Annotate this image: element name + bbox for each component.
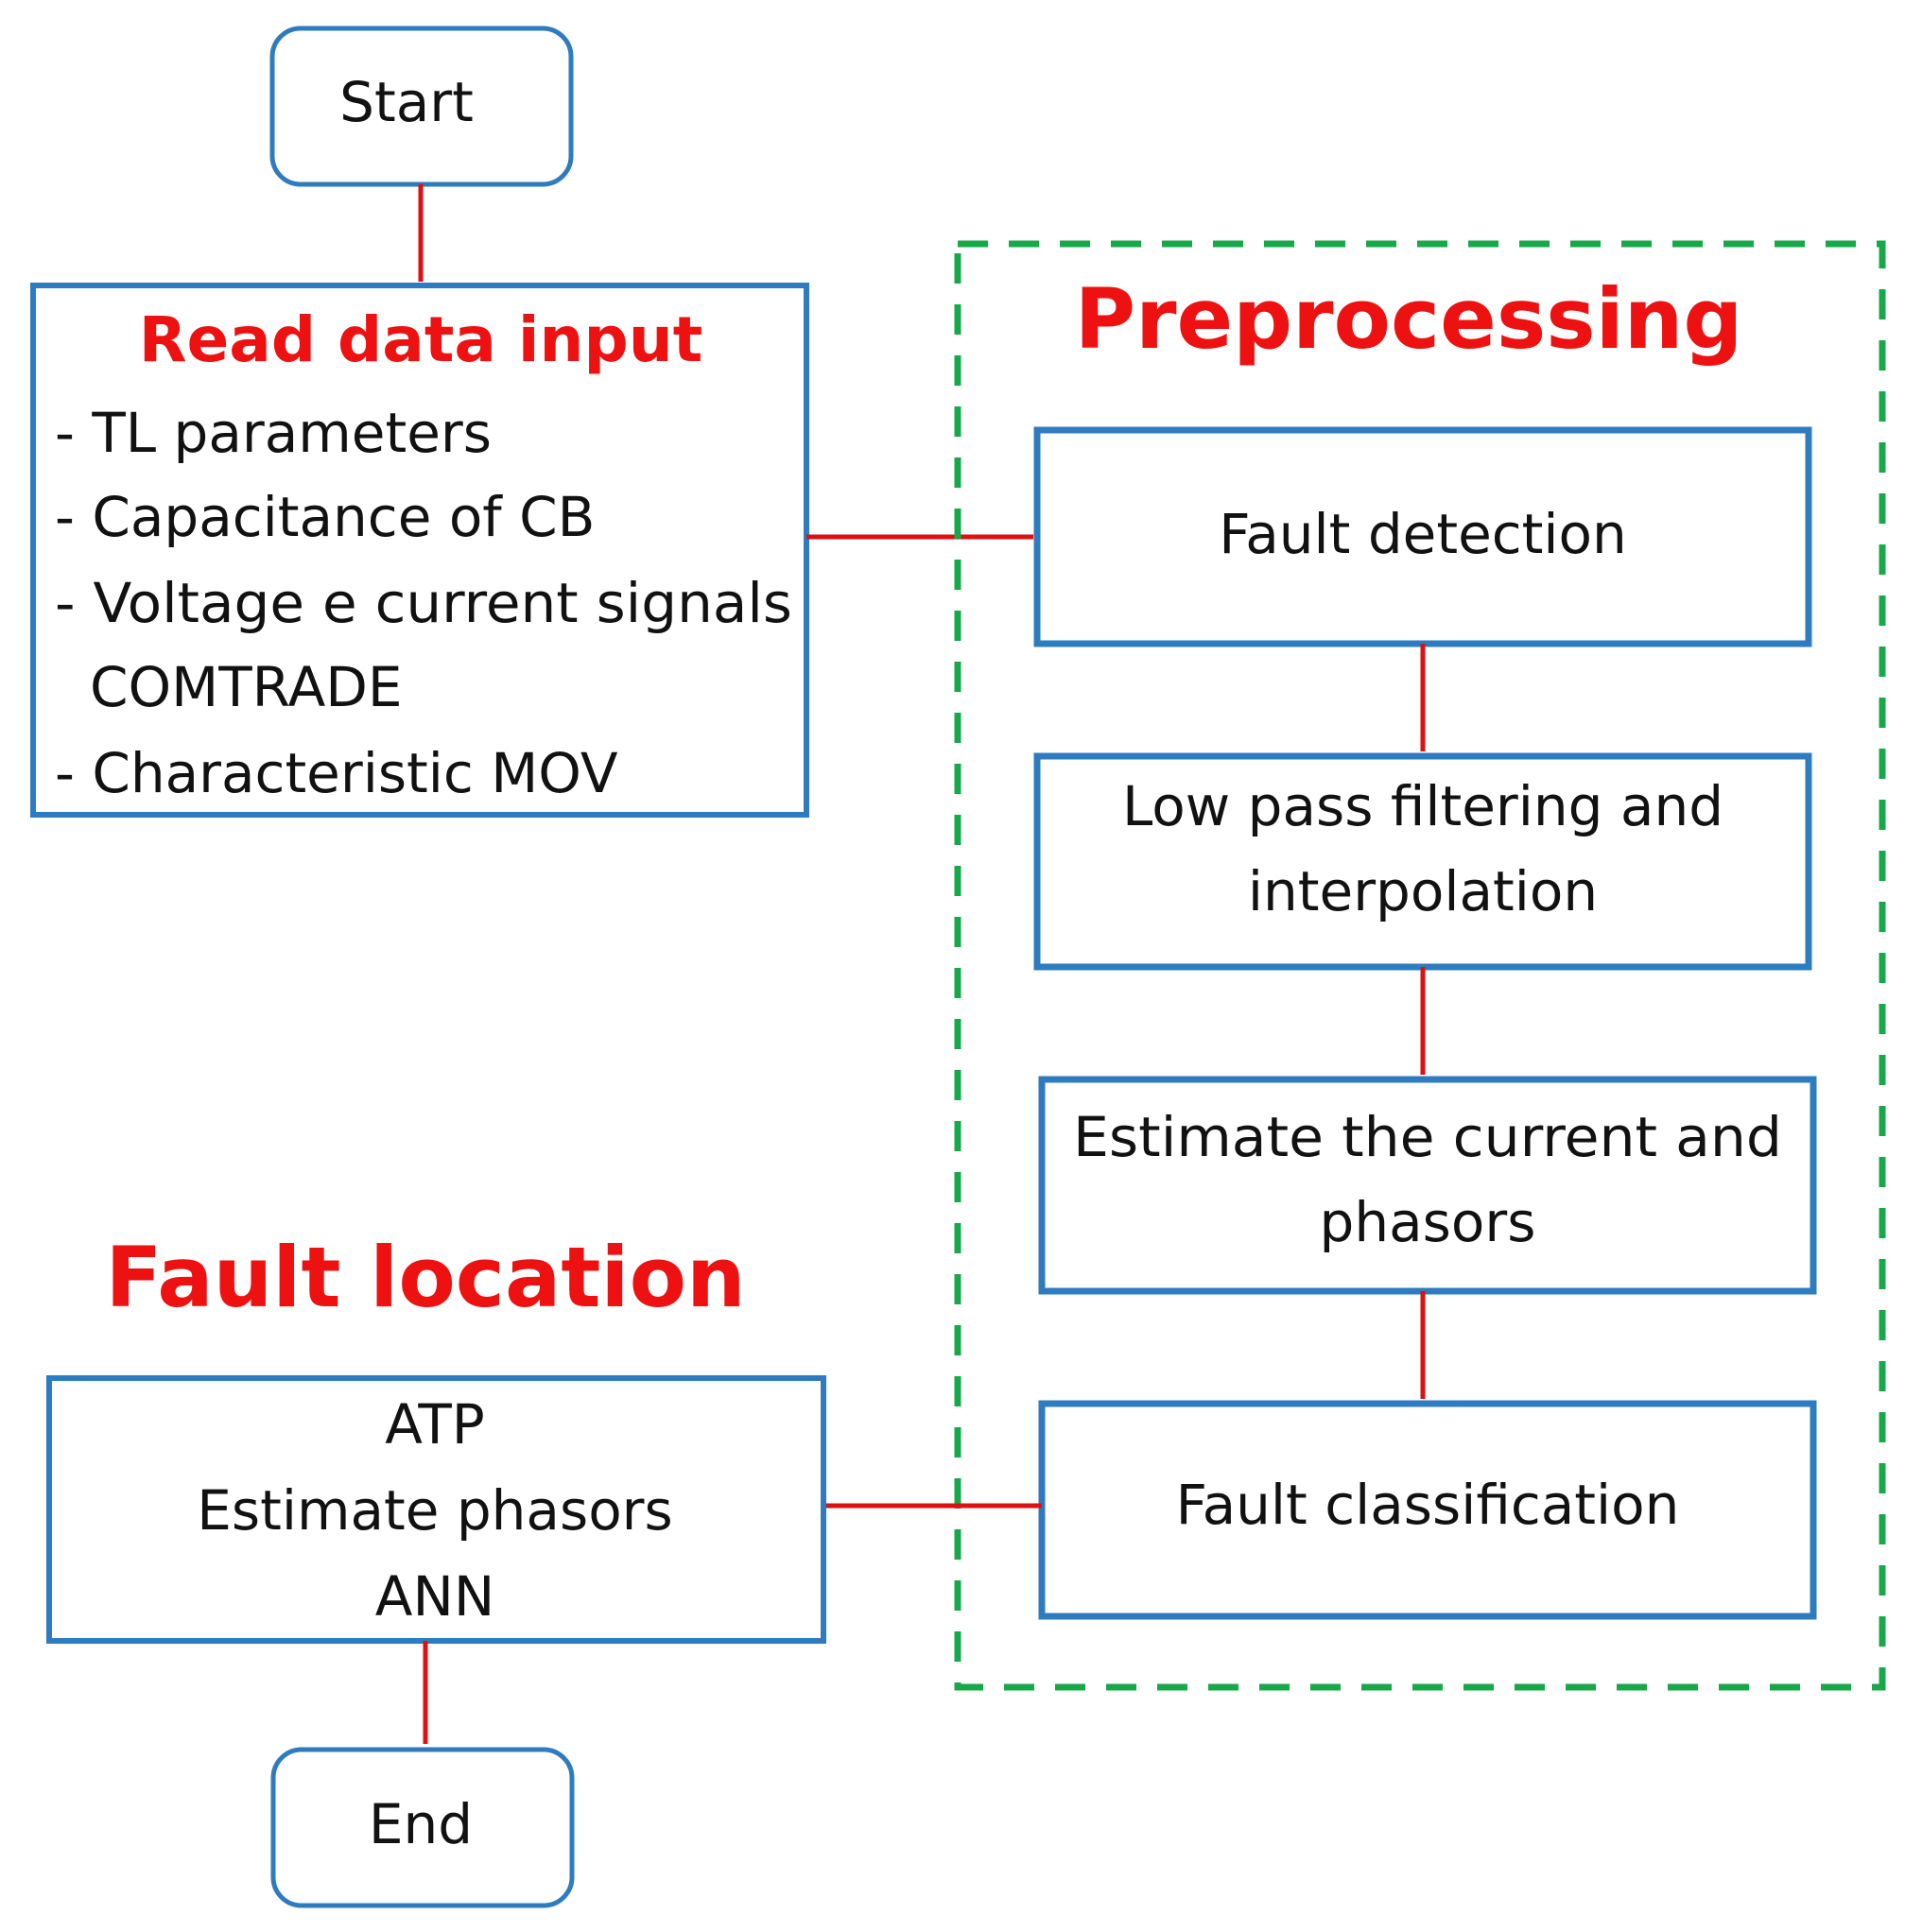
end-label: End <box>369 1792 473 1856</box>
estimate-current-phasors-label: phasors <box>1320 1190 1536 1254</box>
fault-classification-box-shape <box>1038 1400 1817 1620</box>
fault-location-box: ATP Estimate phasors ANN <box>46 1375 826 1644</box>
estimate-current-phasors-label: Estimate the current and <box>1073 1105 1782 1169</box>
preprocessing-group-border <box>954 240 1886 1691</box>
fault-location-box-shape <box>46 1375 826 1644</box>
fault-classification-label: Fault classification <box>1176 1473 1680 1537</box>
fault-location-line: ATP <box>385 1392 485 1457</box>
low-pass-filtering-box-shape <box>1033 752 1812 971</box>
fault-location-line: Estimate phasors <box>197 1478 673 1543</box>
fault-detection-box: Fault detection <box>1033 426 1812 647</box>
estimate-current-phasors-box-shape <box>1038 1076 1817 1295</box>
fault-classification-box: Fault classification <box>1038 1400 1817 1620</box>
low-pass-filtering-label: interpolation <box>1248 859 1598 923</box>
preprocessing-title: Preprocessing <box>1075 270 1743 368</box>
read-data-box: Read data input - TL parameters - Capaci… <box>30 283 809 818</box>
fault-location-title: Fault location <box>105 1229 745 1326</box>
start-node: Start <box>269 26 574 187</box>
read-data-item: - Characteristic MOV <box>55 741 618 805</box>
fault-location-line: ANN <box>375 1564 494 1629</box>
end-node-shape <box>270 1747 575 1908</box>
read-data-item: - Capacitance of CB <box>55 485 595 549</box>
end-node: End <box>270 1747 575 1908</box>
start-label: Start <box>339 70 474 134</box>
read-data-box-shape <box>30 283 809 818</box>
fault-detection-box-shape <box>1033 426 1812 647</box>
estimate-current-phasors-box: Estimate the current and phasors <box>1038 1076 1817 1295</box>
low-pass-filtering-box: Low pass filtering and interpolation <box>1033 752 1812 971</box>
fault-detection-label: Fault detection <box>1219 502 1627 566</box>
read-data-item: COMTRADE <box>90 655 403 719</box>
low-pass-filtering-label: Low pass filtering and <box>1122 774 1723 838</box>
read-data-item: - Voltage e current signals <box>55 571 792 635</box>
read-data-title: Read data input <box>139 303 703 376</box>
read-data-item: - TL parameters <box>55 401 492 465</box>
